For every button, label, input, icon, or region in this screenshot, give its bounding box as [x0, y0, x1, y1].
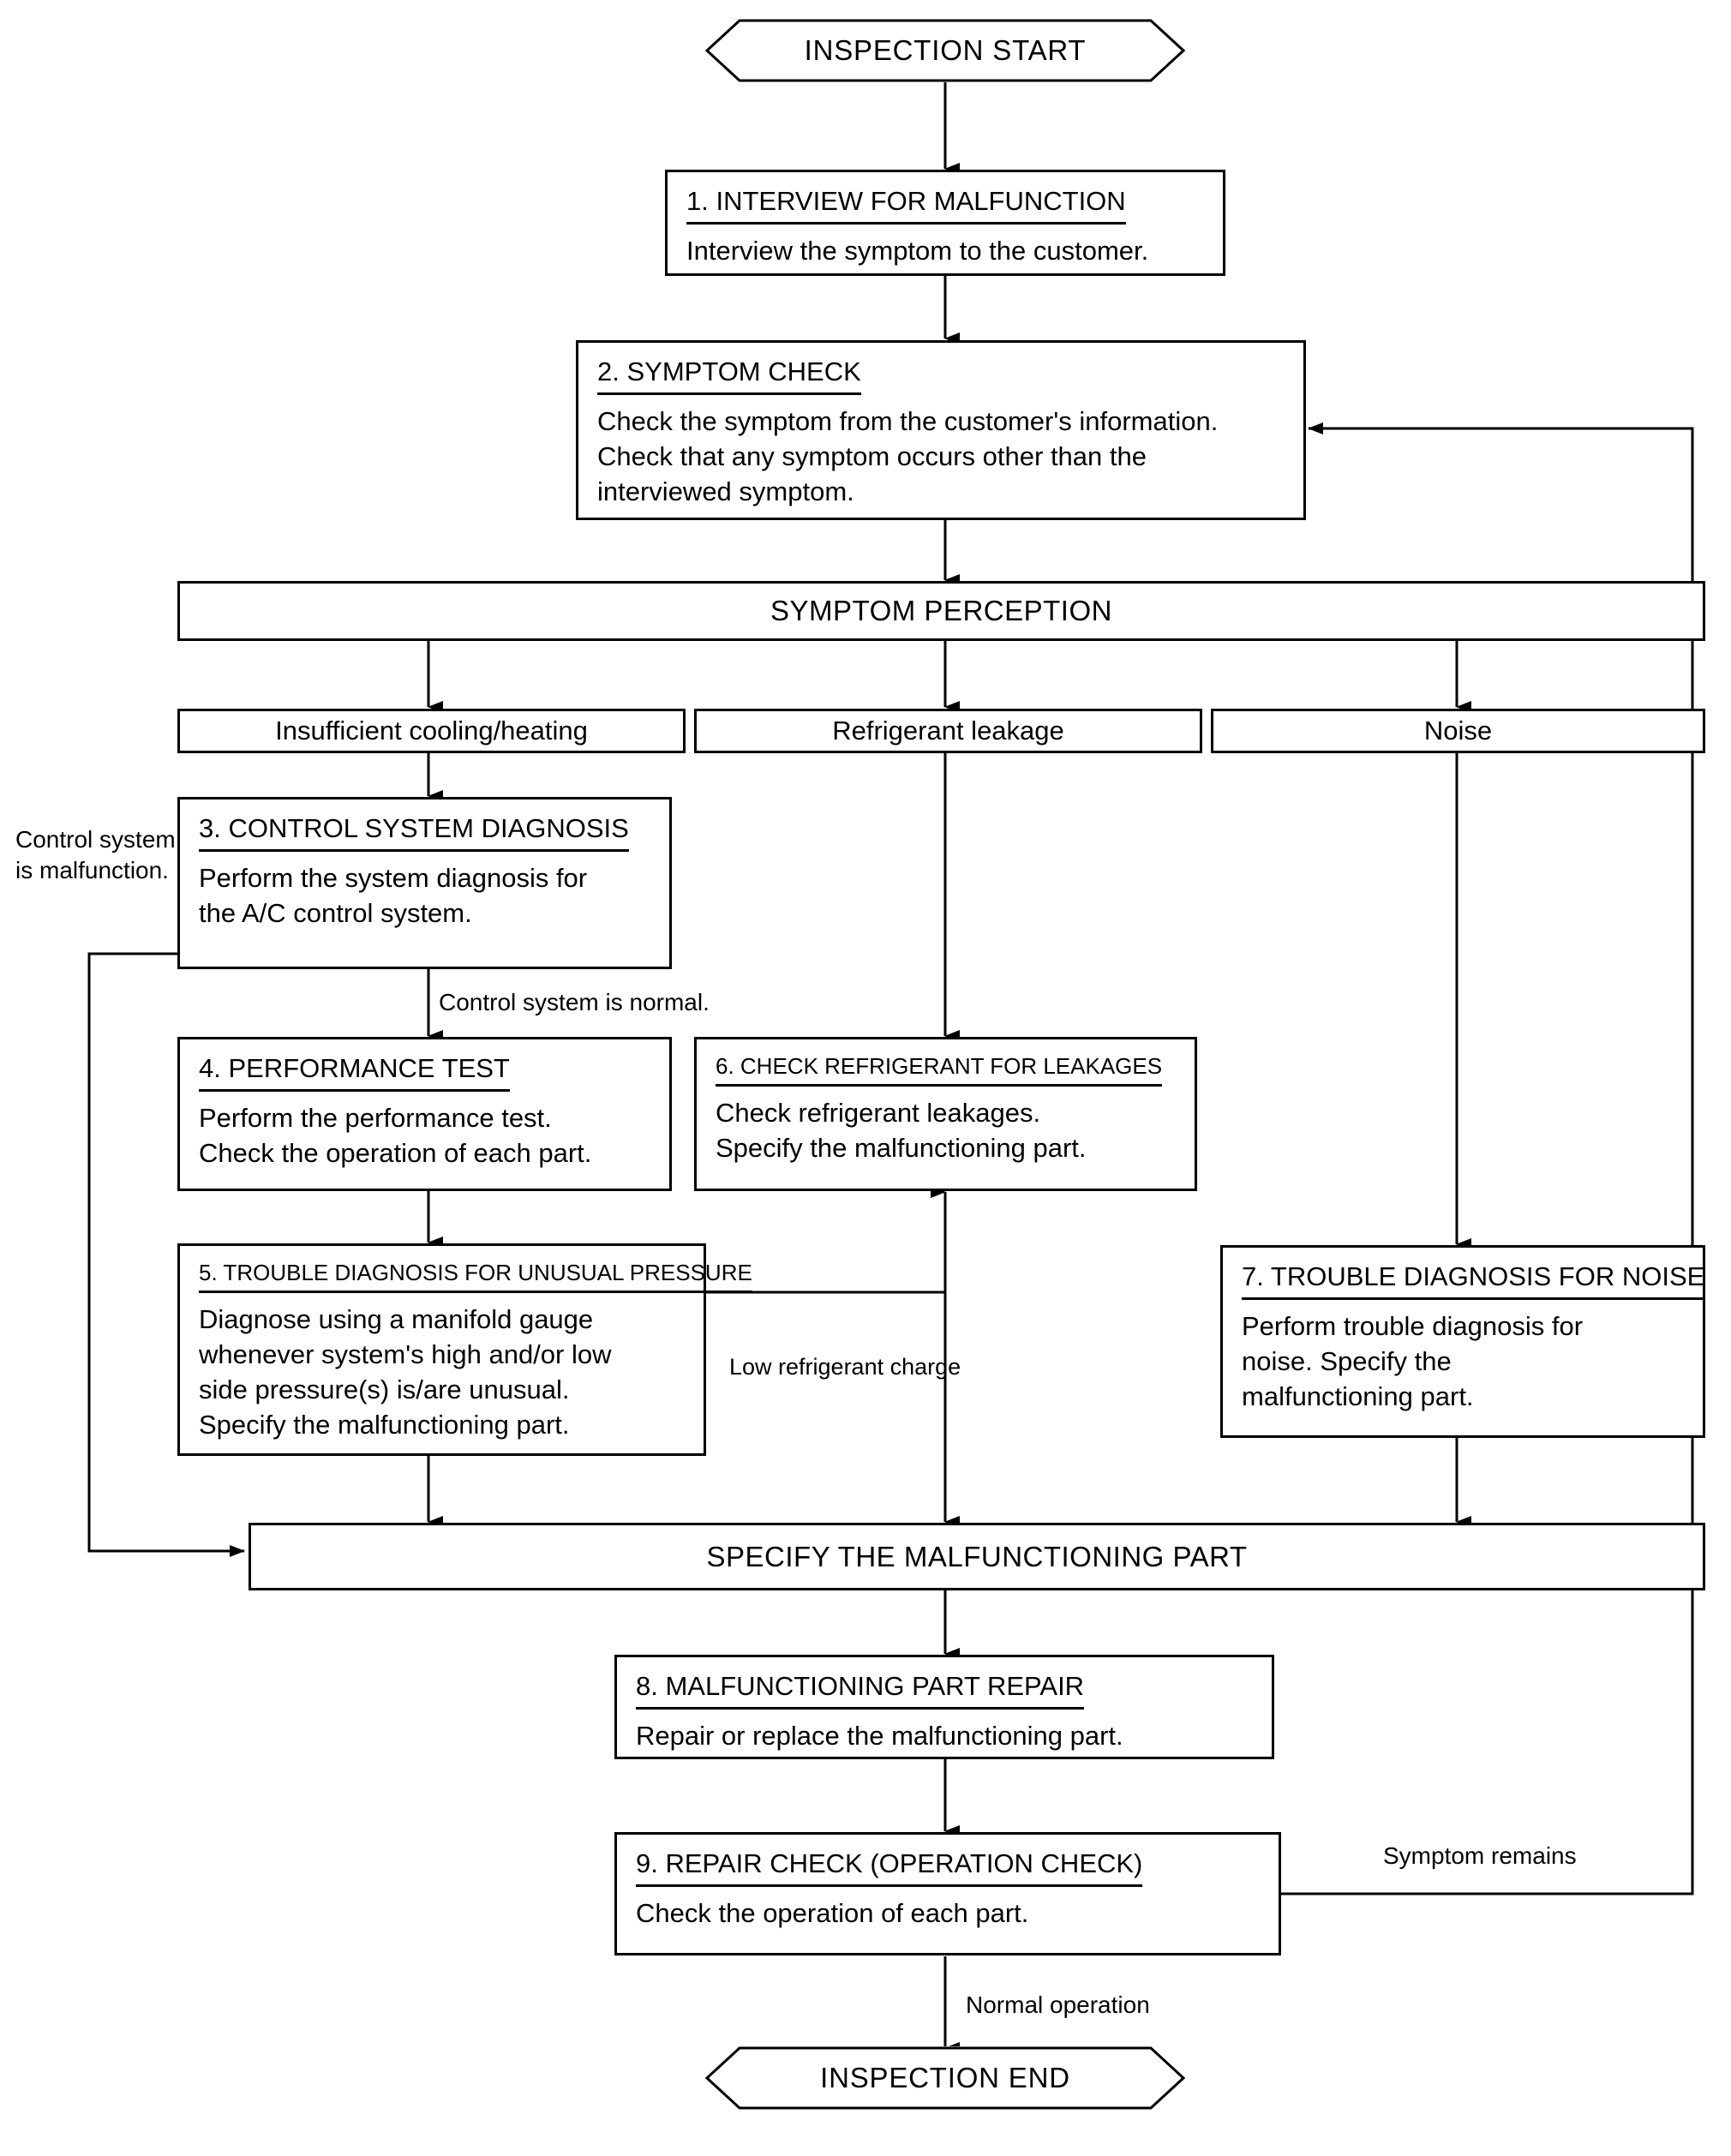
step-2-title: 2. SYMPTOM CHECK: [597, 356, 861, 395]
step-7-title: 7. TROUBLE DIAGNOSIS FOR NOISE: [1242, 1261, 1705, 1300]
step-7-body-line-1: Perform trouble diagnosis for: [1242, 1310, 1584, 1341]
category-noise: Noise: [1211, 709, 1705, 753]
specify-part-label: SPECIFY THE MALFUNCTIONING PART: [706, 1540, 1248, 1572]
step-8-box: 8. MALFUNCTIONING PART REPAIR Repair or …: [614, 1655, 1274, 1759]
step-5-body-line-3: side pressure(s) is/are unusual.: [199, 1374, 570, 1405]
step-4-body-line-2: Check the operation of each part.: [199, 1137, 592, 1168]
step-4-title: 4. PERFORMANCE TEST: [199, 1053, 510, 1092]
step-5-body-line-1: Diagnose using a manifold gauge: [199, 1303, 594, 1334]
symptom-perception-label: SYMPTOM PERCEPTION: [770, 595, 1112, 626]
edge-label-control-system-malfunction: Control system is malfunction.: [15, 824, 176, 887]
symptom-perception-bar: SYMPTOM PERCEPTION: [177, 581, 1705, 641]
inspection-end-label: INSPECTION END: [820, 2062, 1070, 2093]
step-7-body-line-3: malfunctioning part.: [1242, 1381, 1474, 1412]
step-7-body-line-2: noise. Specify the: [1242, 1345, 1452, 1376]
step-5-box: 5. TROUBLE DIAGNOSIS FOR UNUSUAL PRESSUR…: [177, 1243, 752, 1456]
edge-label-low-refrigerant-charge: Low refrigerant charge: [729, 1354, 961, 1380]
step-6-title: 6. CHECK REFRIGERANT FOR LEAKAGES: [716, 1053, 1163, 1087]
step-5-body-line-4: Specify the malfunctioning part.: [199, 1410, 570, 1440]
step-6-box: 6. CHECK REFRIGERANT FOR LEAKAGES Check …: [694, 1037, 1197, 1191]
inspection-end-terminator: INSPECTION END: [705, 2046, 1185, 2110]
step-8-title: 8. MALFUNCTIONING PART REPAIR: [636, 1671, 1085, 1710]
step-1-body-line-1: Interview the symptom to the customer.: [686, 235, 1149, 266]
edge-label-control-system-normal: Control system is normal.: [439, 989, 710, 1015]
step-5-title: 5. TROUBLE DIAGNOSIS FOR UNUSUAL PRESSUR…: [199, 1260, 752, 1293]
step-6-body-line-2: Specify the malfunctioning part.: [716, 1132, 1087, 1163]
step-5-body-line-2: whenever system's high and/or low: [199, 1339, 612, 1369]
specify-malfunctioning-part-bar: SPECIFY THE MALFUNCTIONING PART: [249, 1523, 1705, 1590]
category-label: Refrigerant leakage: [832, 716, 1064, 746]
step-2-box: 2. SYMPTOM CHECK Check the symptom from …: [576, 340, 1306, 520]
step-2-body-line-3: interviewed symptom.: [597, 476, 854, 507]
step-8-body-line-1: Repair or replace the malfunctioning par…: [636, 1720, 1123, 1751]
step-3-title: 3. CONTROL SYSTEM DIAGNOSIS: [199, 813, 629, 852]
step-2-body-line-1: Check the symptom from the customer's in…: [597, 405, 1219, 436]
step-7-box: 7. TROUBLE DIAGNOSIS FOR NOISE Perform t…: [1220, 1245, 1705, 1438]
edge-label-line-2: is malfunction.: [15, 857, 169, 884]
step-9-body-line-1: Check the operation of each part.: [636, 1897, 1029, 1928]
inspection-start-terminator: INSPECTION START: [705, 19, 1185, 82]
category-label: Noise: [1423, 716, 1493, 746]
category-refrigerant-leakage: Refrigerant leakage: [694, 709, 1202, 753]
step-3-body-line-1: Perform the system diagnosis for: [199, 862, 588, 893]
edge-label-line-1: Control system: [15, 826, 176, 853]
step-3-body-line-2: the A/C control system.: [199, 897, 472, 928]
edge-label-normal-operation: Normal operation: [966, 1991, 1150, 2018]
step-1-title: 1. INTERVIEW FOR MALFUNCTION: [686, 186, 1126, 225]
edge-label-symptom-remains: Symptom remains: [1383, 1842, 1577, 1869]
step-3-box: 3. CONTROL SYSTEM DIAGNOSIS Perform the …: [177, 797, 672, 969]
step-6-body-line-1: Check refrigerant leakages.: [716, 1097, 1041, 1128]
step-1-box: 1. INTERVIEW FOR MALFUNCTION Interview t…: [665, 170, 1225, 276]
category-label: Insufficient cooling/heating: [275, 716, 588, 746]
step-9-title: 9. REPAIR CHECK (OPERATION CHECK): [636, 1848, 1143, 1887]
step-9-box: 9. REPAIR CHECK (OPERATION CHECK) Check …: [614, 1832, 1281, 1955]
inspection-start-label: INSPECTION START: [804, 34, 1087, 66]
hexagon-shape: [705, 2046, 1185, 2110]
category-insufficient-cooling-heating: Insufficient cooling/heating: [177, 709, 686, 753]
hexagon-shape: [705, 19, 1185, 82]
step-4-box: 4. PERFORMANCE TEST Perform the performa…: [177, 1037, 672, 1191]
step-2-body-line-2: Check that any symptom occurs other than…: [597, 440, 1147, 471]
step-4-body-line-1: Perform the performance test.: [199, 1102, 552, 1133]
